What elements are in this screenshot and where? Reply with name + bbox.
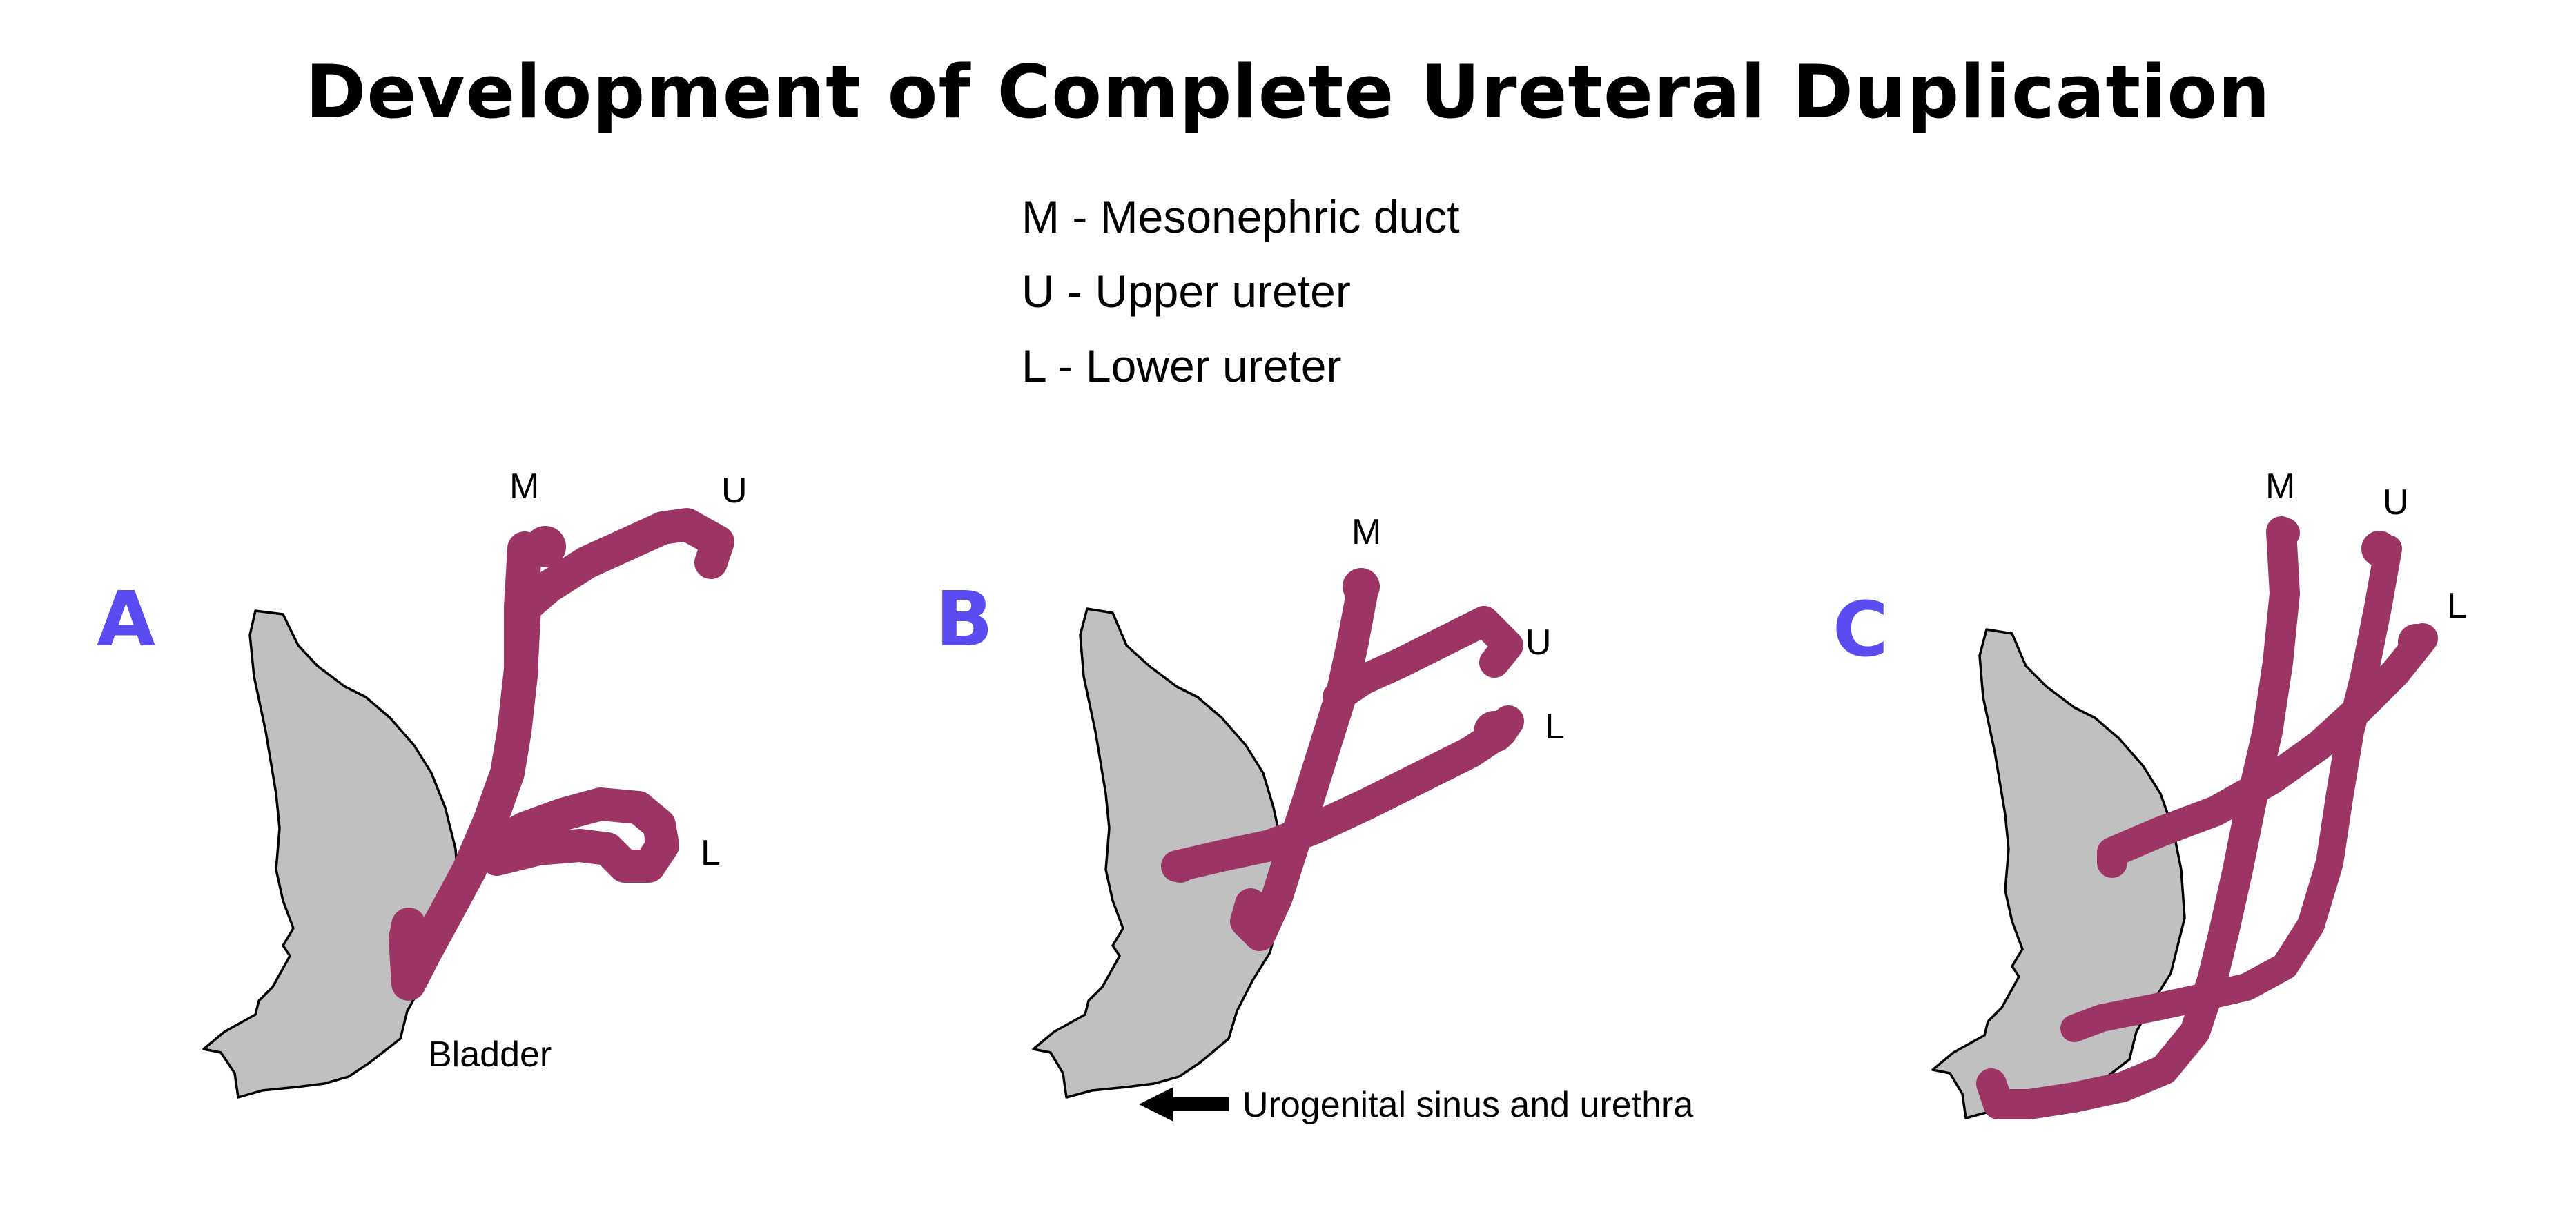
panel-a-letter: A — [97, 575, 155, 663]
panel-a-upper-ureter — [505, 508, 734, 689]
panel-c-lower-ureter — [2097, 623, 2438, 878]
panel-a-lower-ureter — [467, 787, 679, 883]
legend-item-u: U - Upper ureter — [1022, 266, 1351, 317]
panel-a-label-u: U — [721, 471, 748, 511]
panel-a-duct-top — [525, 526, 566, 567]
panel-b-lower-base — [1164, 850, 1197, 883]
panel-b-label-m: M — [1352, 512, 1381, 552]
panel-a-label-l: L — [701, 833, 721, 873]
panel-c-upper-ureter — [2060, 535, 2402, 1042]
panel-c-label-l: L — [2447, 586, 2467, 626]
panel-c-lower-tip — [2398, 624, 2434, 660]
legend: M - Mesonephric duct U - Upper ureter L … — [1022, 179, 1460, 403]
page-title: Development of Complete Ureteral Duplica… — [305, 50, 2271, 135]
panel-b-letter: B — [935, 575, 993, 663]
panel-a: A M U L Bladder — [97, 467, 748, 1099]
panel-b-lower-tip — [1474, 711, 1515, 752]
panel-c-mesonephric-duct — [1976, 516, 2300, 1119]
panel-b: B M U L Urogenital sinus and urethra — [935, 512, 1693, 1125]
panel-b-label-l: L — [1545, 707, 1565, 747]
panel-b-bladder — [1032, 607, 1285, 1099]
panel-a-label-m: M — [509, 467, 539, 507]
panel-a-bladder — [202, 609, 460, 1099]
panel-a-bladder-label: Bladder — [428, 1035, 552, 1075]
panel-c-upper-tip — [2361, 531, 2397, 567]
panel-c-label-u: U — [2383, 482, 2409, 522]
panel-c-duct-top — [2270, 518, 2300, 548]
panel-b-sinus-label: Urogenital sinus and urethra — [1242, 1085, 1693, 1125]
legend-item-m: M - Mesonephric duct — [1022, 191, 1460, 242]
panel-c-letter: C — [1833, 585, 1889, 674]
panel-b-label-u: U — [1525, 623, 1552, 663]
panel-b-duct-top — [1343, 568, 1380, 605]
panel-c-bladder — [1931, 628, 2186, 1119]
panel-c-label-m: M — [2265, 467, 2295, 507]
panel-c: C M U L — [1833, 467, 2467, 1119]
panel-b-upper-ureter — [1323, 606, 1523, 712]
legend-item-l: L - Lower ureter — [1022, 340, 1342, 391]
panel-b-left-arrow-icon — [1139, 1087, 1229, 1122]
